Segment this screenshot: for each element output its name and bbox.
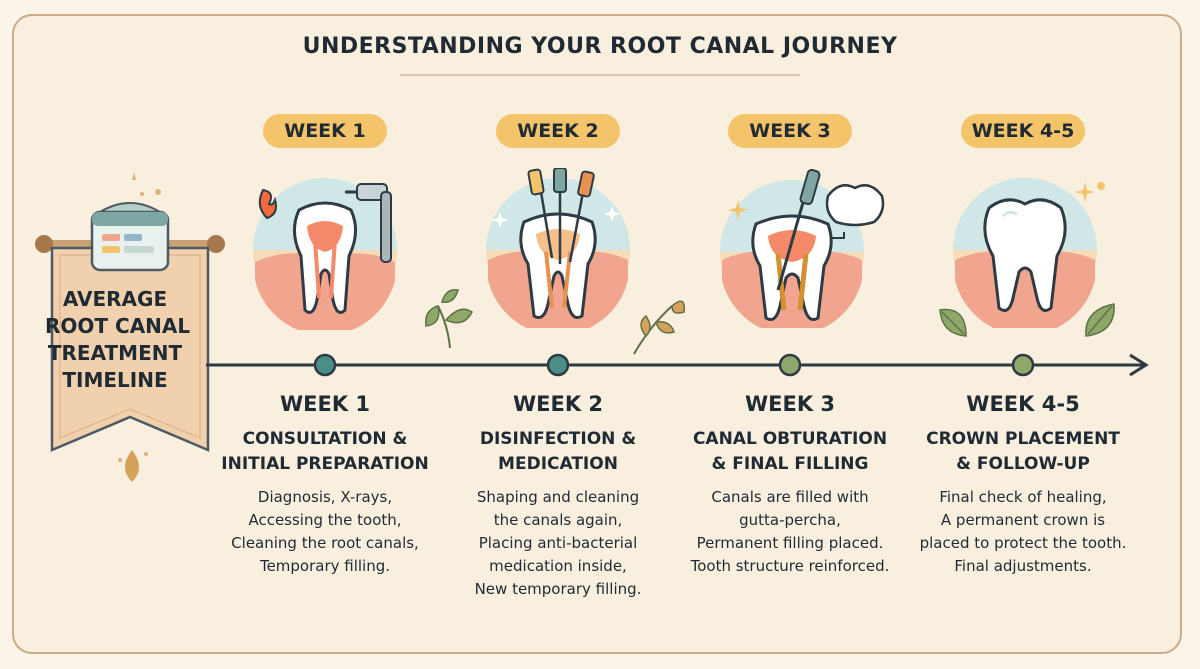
step-desc-line: A permanent crown is [940,511,1106,529]
leaf-icon [633,300,685,355]
step-desc-line: Shaping and cleaning [476,488,640,506]
step-title-line: CANAL OBTURATION [692,429,888,449]
step-2-description: Shaping and cleaning the canals again, P… [438,486,678,601]
step-4-description: Final check of healing, A permanent crow… [903,486,1143,578]
tooth-with-flame-icon [253,178,397,330]
banner-line: TIMELINE [62,368,168,392]
timeline-banner [35,235,225,452]
step-desc-line: placed to protect the tooth. [919,534,1127,552]
banner-text: AVERAGE ROOT CANAL TREATMENT TIMELINE [45,286,191,394]
step-title-line: DISINFECTION & [479,429,637,449]
crown-icon [825,184,885,227]
step-4-title: CROWN PLACEMENT & FOLLOW-UP [903,427,1143,477]
step-1-description: Diagnosis, X-rays, Accessing the tooth, … [205,486,445,578]
step-title-line: CONSULTATION & [242,429,408,449]
step-desc-line: Diagnosis, X-rays, [257,488,393,506]
step-desc-line: Accessing the tooth, [248,511,402,529]
step-3-title: CANAL OBTURATION & FINAL FILLING [670,427,910,477]
step-title-line: CROWN PLACEMENT [926,429,1120,449]
step-desc-line: Permanent filling placed. [696,534,884,552]
step-title-line: & FINAL FILLING [711,454,869,474]
timeline-node-week-4-5 [1011,353,1035,377]
step-desc-line: Canals are filled with [711,488,869,506]
banner-line: AVERAGE [62,287,168,311]
week-4-5-badge: WEEK 4-5 [961,114,1085,148]
step-3-description: Canals are filled with gutta-percha, Per… [670,486,910,578]
tooth-with-filling-icon [720,168,864,328]
title-divider [400,74,800,76]
step-3-week: WEEK 3 [744,392,836,416]
banner-line: TREATMENT [47,341,183,365]
page-title: UNDERSTANDING YOUR ROOT CANAL JOURNEY [302,34,898,59]
week-2-badge: WEEK 2 [496,114,620,148]
step-desc-line: Tooth structure reinforced. [690,557,890,575]
timeline-node-week-1 [313,353,337,377]
step-title-line: & FOLLOW-UP [956,454,1090,474]
step-desc-line: New temporary filling. [474,580,642,598]
step-desc-line: Final adjustments. [954,557,1092,575]
step-desc-line: gutta-percha, [739,511,841,529]
tooth-with-files-icon [486,168,630,328]
step-title-line: INITIAL PREPARATION [221,454,429,474]
step-desc-line: Final check of healing, [939,488,1107,506]
leaf-icon [1085,303,1115,337]
banner-line: ROOT CANAL [45,314,191,338]
step-desc-line: Placing anti-bacterial [478,534,638,552]
calendar-icon [90,202,170,272]
step-2-week: WEEK 2 [512,392,604,416]
step-desc-line: Temporary filling. [259,557,391,575]
timeline-node-week-2 [546,353,570,377]
leaf-icon [939,308,967,337]
sparkle-decoration [132,172,161,196]
week-3-badge: WEEK 3 [728,114,852,148]
timeline-node-week-3 [778,353,802,377]
timeline-arrow [206,353,1149,377]
step-2-title: DISINFECTION & MEDICATION [438,427,678,477]
step-1-week: WEEK 1 [279,392,371,416]
step-4-week: WEEK 4-5 [966,392,1080,416]
leaf-icon [425,289,473,349]
step-1-title: CONSULTATION & INITIAL PREPARATION [205,427,445,477]
step-desc-line: medication inside, [489,557,627,575]
step-desc-line: Cleaning the root canals, [231,534,419,552]
step-desc-line: the canals again, [493,511,623,529]
healthy-tooth-icon [953,178,1105,328]
step-title-line: MEDICATION [498,454,618,474]
seed-decoration [118,450,148,482]
week-1-badge: WEEK 1 [263,114,387,148]
